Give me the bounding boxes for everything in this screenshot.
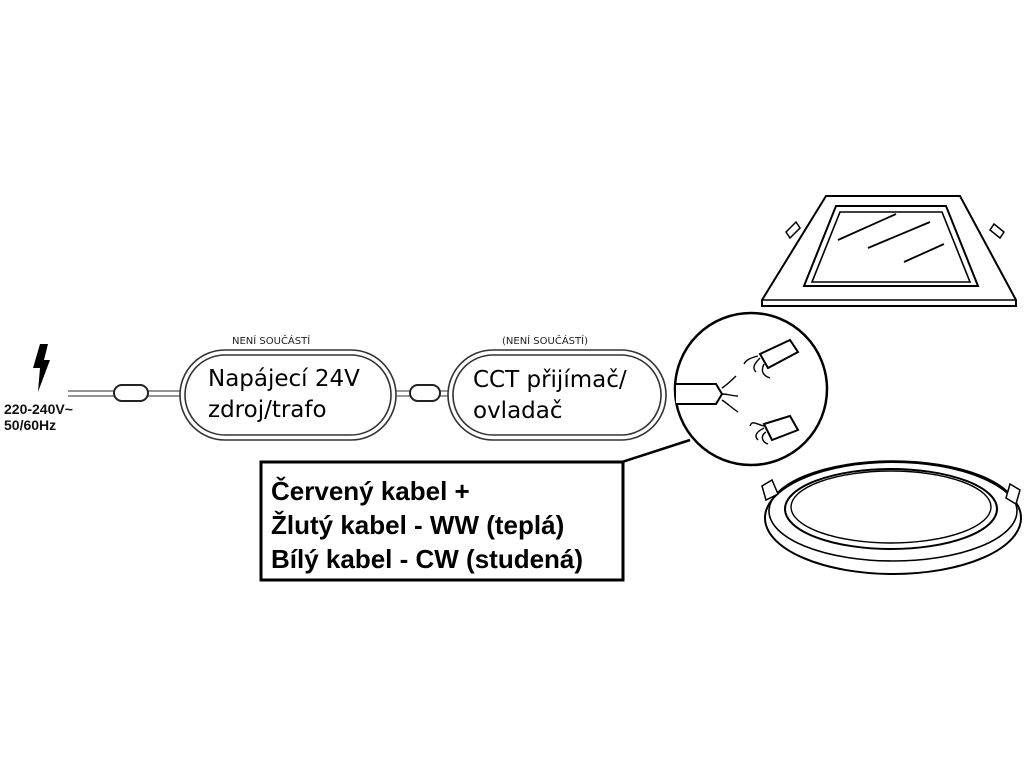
- wire-detail-circle: [673, 311, 829, 467]
- round-panel-illustration: [761, 460, 1022, 575]
- legend-line-yellow: Žlutý kabel - WW (teplá): [271, 510, 564, 540]
- lightning-bolt-icon: [33, 344, 50, 392]
- frequency-label: 50/60Hz: [4, 417, 56, 433]
- power-supply-line2: zdroj/trafo: [208, 397, 327, 423]
- mains-cable: [68, 390, 184, 397]
- receiver-line1: CCT přijímač/: [473, 367, 627, 393]
- legend-leader-line: [621, 438, 691, 464]
- voltage-label: 220-240V~: [4, 401, 73, 417]
- cable-connector: [113, 384, 149, 402]
- wire-legend-box: [259, 460, 625, 582]
- receiver-note: (NENÍ SOUČÁSTÍ): [502, 334, 588, 347]
- receiver-line2: ovladač: [473, 398, 563, 424]
- power-supply-line1: Napájecí 24V: [208, 366, 360, 392]
- square-panel-illustration: [761, 195, 1017, 307]
- power-supply-note: NENÍ SOUČÁSTÍ: [232, 334, 310, 347]
- legend-line-white: Bílý kabel - CW (studená): [271, 544, 583, 574]
- receiver-box: [447, 349, 667, 441]
- cable-connector: [409, 384, 441, 402]
- legend-line-red: Červený kabel +: [271, 476, 470, 506]
- power-supply-box: [179, 349, 397, 441]
